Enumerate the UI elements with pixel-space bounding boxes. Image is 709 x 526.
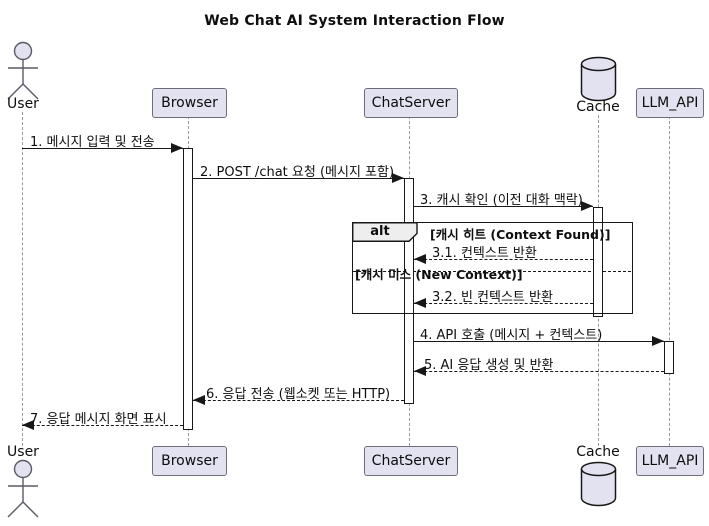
participant-label-cache-bottom: Cache <box>576 444 620 460</box>
arrowhead-left-icon <box>414 298 426 308</box>
message-label-4: 4. API 호출 (메시지 + 컨텍스트) <box>420 328 603 343</box>
participant-label-chatserver-bottom: ChatServer <box>371 453 451 469</box>
participant-label-browser-top: Browser <box>161 95 218 111</box>
participant-label-chatserver-top: ChatServer <box>371 95 451 111</box>
arrowhead-left-icon <box>22 420 34 430</box>
participant-label-browser-bottom: Browser <box>161 453 218 469</box>
message-label-1: 1. 메시지 입력 및 전송 <box>30 135 155 150</box>
arrowhead-right-icon <box>392 173 404 183</box>
arrowhead-right-icon <box>171 143 183 153</box>
message-line-2 <box>193 178 404 179</box>
message-label-5: 5. AI 응답 생성 및 반환 <box>424 358 554 373</box>
participant-label-llm-api-bottom: LLM_API <box>641 453 699 469</box>
database-icon <box>580 56 617 102</box>
activation-bar-chatserver <box>404 178 414 404</box>
lifeline-user <box>22 112 23 446</box>
participant-box-chatserver-top: ChatServer <box>364 88 458 118</box>
arrowhead-left-icon <box>414 366 426 376</box>
activation-bar-browser <box>183 148 193 430</box>
arrowhead-left-icon <box>193 395 205 405</box>
participant-label-user-bottom: User <box>7 444 39 460</box>
participant-label-cache-top: Cache <box>576 99 620 115</box>
alt-fragment <box>352 222 633 314</box>
participant-label-llm-api-top: LLM_API <box>641 95 699 111</box>
alt-operator-label: alt <box>370 224 390 239</box>
message-line-3-2 <box>414 303 593 304</box>
lifeline-llm-api <box>669 116 670 446</box>
participant-label-user-top: User <box>7 96 39 112</box>
arrowhead-right-icon <box>581 201 593 211</box>
message-line-5 <box>414 371 664 372</box>
message-label-6: 6. 응답 전송 (웹소켓 또는 HTTP) <box>206 387 391 402</box>
participant-box-chatserver-bottom: ChatServer <box>364 446 458 476</box>
alt-fragment-header-icon <box>352 222 418 242</box>
participant-box-llm-api-top: LLM_API <box>636 88 704 118</box>
actor-icon <box>7 41 39 100</box>
actor-icon <box>7 459 39 518</box>
arrowhead-right-icon <box>652 336 664 346</box>
message-label-3: 3. 캐시 확인 (이전 대화 맥락) <box>420 193 583 208</box>
message-label-2: 2. POST /chat 요청 (메시지 포함) <box>200 165 395 180</box>
message-line-4 <box>414 341 664 342</box>
message-label-3-1: 3.1. 컨텍스트 반환 <box>432 246 537 261</box>
activation-bar-llm-api <box>664 341 674 374</box>
database-icon <box>580 461 617 507</box>
participant-box-browser-bottom: Browser <box>152 446 227 476</box>
message-line-3 <box>414 206 593 207</box>
arrowhead-left-icon <box>414 254 426 264</box>
participant-box-llm-api-bottom: LLM_API <box>636 446 704 476</box>
alt-divider <box>353 271 631 272</box>
alt-condition-1: [캐시 히트 (Context Found)] <box>430 227 611 242</box>
message-label-7: 7. 응답 메시지 화면 표시 <box>30 412 167 427</box>
alt-condition-2: [캐시 미스 (New Context)] <box>355 267 523 282</box>
activation-bar-cache <box>593 207 603 317</box>
message-line-6 <box>193 400 404 401</box>
message-line-1 <box>22 148 183 149</box>
message-label-3-2: 3.2. 빈 컨텍스트 반환 <box>432 290 553 305</box>
message-line-3-1 <box>414 259 593 260</box>
message-line-7 <box>22 425 183 426</box>
diagram-title: Web Chat AI System Interaction Flow <box>204 13 505 29</box>
participant-box-browser-top: Browser <box>152 88 227 118</box>
